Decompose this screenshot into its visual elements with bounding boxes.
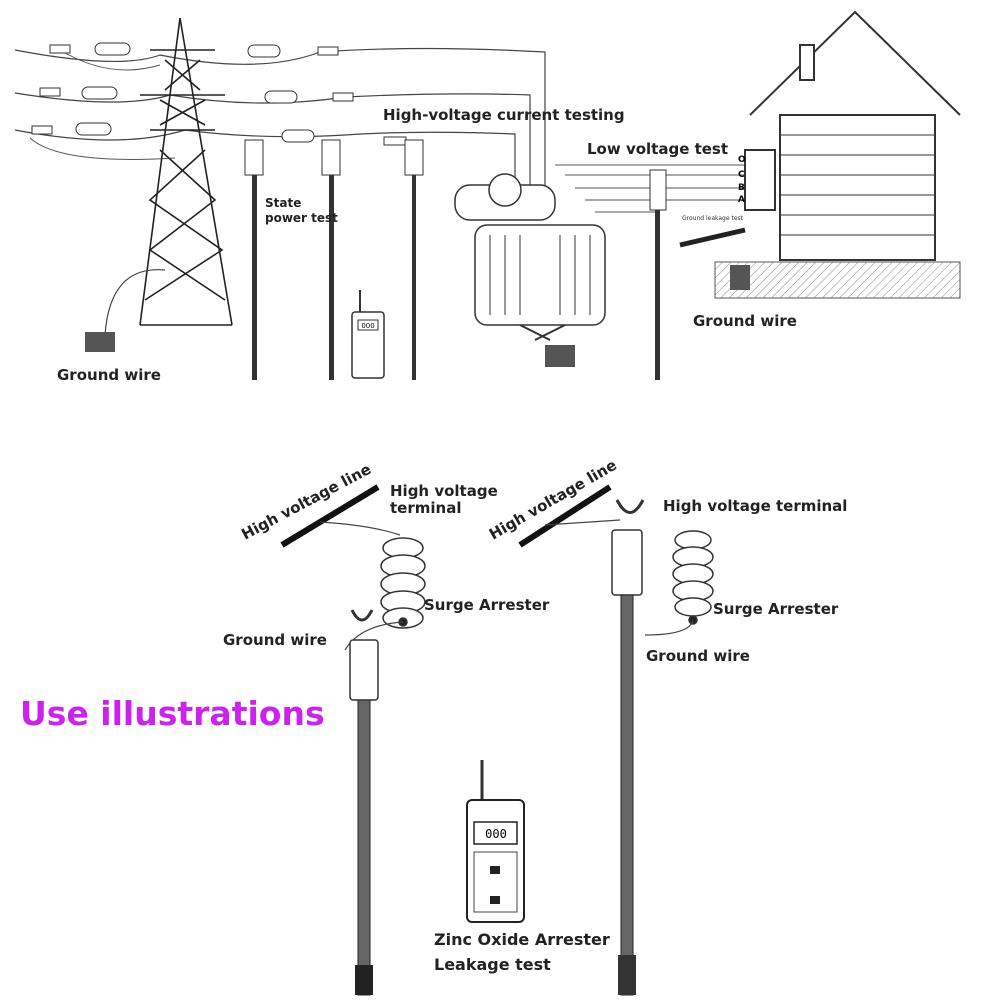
high-voltage-line-right <box>518 484 612 548</box>
house-ground-rod <box>730 265 750 290</box>
ground-leakage-clamp <box>679 227 746 248</box>
surge-arrester-right <box>672 530 714 625</box>
label-ground-wire-right: Ground wire <box>693 312 797 330</box>
label-leakage-test: Leakage test <box>434 955 551 974</box>
power-lines <box>14 47 546 190</box>
small-meter-display: 000 <box>361 322 374 330</box>
svg-text:A: A <box>738 195 745 205</box>
surge-arrester-left <box>380 537 426 629</box>
page-title: Use illustrations <box>20 694 325 733</box>
leakage-meter: 000 <box>466 760 525 923</box>
label-hv-terminal-left-2: terminal <box>390 499 461 517</box>
ground-hatch <box>714 261 961 299</box>
label-state-power-test-2: power test <box>265 211 338 225</box>
hot-stick-1 <box>244 139 264 380</box>
label-ground-wire-right-bottom: Ground wire <box>646 647 750 665</box>
hot-stick-3 <box>404 139 424 380</box>
label-hv-terminal-right: High voltage terminal <box>663 497 847 515</box>
svg-text:C: C <box>738 170 745 180</box>
small-meter: 000 <box>351 290 385 379</box>
label-high-voltage-current-testing: High-voltage current testing <box>383 106 625 124</box>
house <box>744 10 961 261</box>
insulators <box>31 42 407 146</box>
label-surge-arrester-left: Surge Arrester <box>424 596 550 614</box>
hot-stick-right <box>611 499 645 996</box>
label-hv-terminal-left-1: High voltage <box>390 482 498 500</box>
hot-stick-2 <box>321 139 341 380</box>
transformer <box>454 173 606 367</box>
label-zinc-oxide-arrester: Zinc Oxide Arrester <box>434 930 610 949</box>
label-surge-arrester-right: Surge Arrester <box>713 600 839 618</box>
svg-text:O: O <box>738 155 746 165</box>
box-phase-letters: O C B A <box>738 155 746 205</box>
svg-text:B: B <box>738 183 745 193</box>
hot-stick-left <box>349 609 379 996</box>
ground-rod-left <box>85 332 115 352</box>
label-state-power-test-1: State <box>265 196 301 210</box>
label-ground-wire-left: Ground wire <box>57 366 161 384</box>
label-hv-line-right: High voltage line <box>486 456 620 544</box>
label-low-voltage-test: Low voltage test <box>587 140 728 158</box>
label-ground-wire-left-bottom: Ground wire <box>223 631 327 649</box>
label-ground-leakage-test: Ground leakage test <box>682 215 744 222</box>
tower-ground-wire <box>104 269 166 336</box>
transmission-tower <box>139 17 233 326</box>
meter-display: 000 <box>485 827 507 841</box>
hot-stick-4 <box>649 169 667 380</box>
high-voltage-line-left <box>280 484 380 548</box>
